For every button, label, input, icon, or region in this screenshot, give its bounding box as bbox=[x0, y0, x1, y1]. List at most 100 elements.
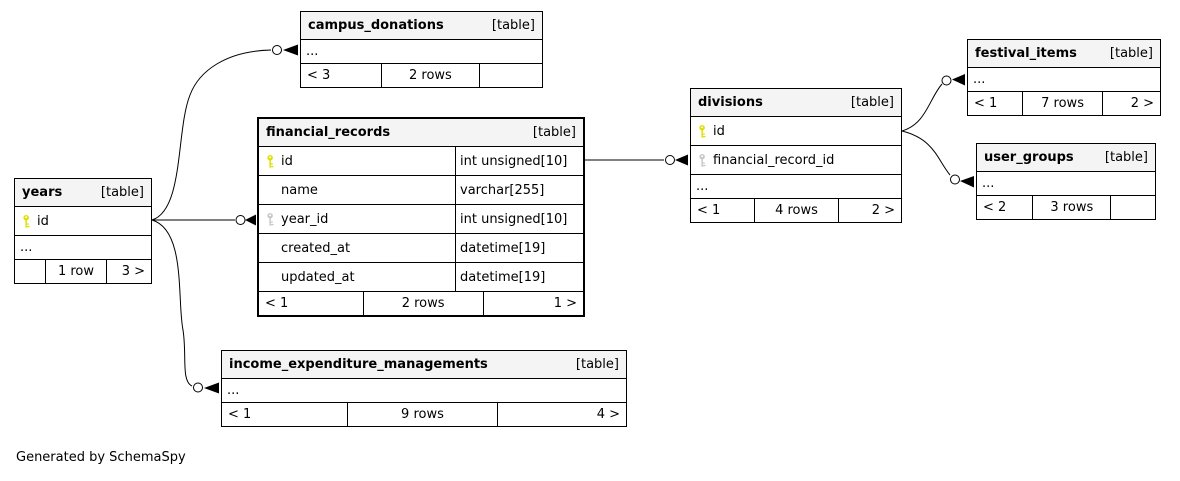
table-header: campus_donations [table] bbox=[301, 12, 542, 39]
table-footer: < 1 4 rows 2 > bbox=[691, 198, 901, 222]
footer-rows: 3 rows bbox=[1032, 196, 1110, 219]
ellipsis-label: ... bbox=[306, 44, 319, 59]
column-type: varchar[255] bbox=[455, 176, 583, 204]
ellipsis-row: ... bbox=[977, 171, 1155, 195]
primary-key-icon bbox=[264, 154, 276, 169]
table-header: user_groups [table] bbox=[977, 144, 1155, 171]
table-name: divisions bbox=[698, 95, 763, 110]
column-name: id bbox=[281, 153, 293, 169]
footer-parents: < 3 bbox=[307, 68, 331, 83]
column-name: year_id bbox=[281, 211, 329, 227]
table-node-years[interactable]: years [table] id ... 1 row 3 > bbox=[14, 178, 152, 284]
ellipsis-label: ... bbox=[696, 179, 709, 194]
table-name: campus_donations bbox=[308, 18, 444, 33]
table-footer: < 1 2 rows 1 > bbox=[259, 291, 583, 315]
footer-rows: 2 rows bbox=[380, 64, 480, 87]
column-type: int unsigned[10] bbox=[455, 205, 583, 233]
footer-parents: < 1 bbox=[974, 96, 998, 111]
table-tag: [table] bbox=[100, 185, 144, 200]
edge-financial-records-divisions bbox=[585, 154, 688, 166]
table-name: income_expenditure_managements bbox=[229, 357, 488, 372]
column-row: updated_at datetime[19] bbox=[259, 262, 583, 291]
column-row: id bbox=[691, 116, 901, 145]
table-footer: < 3 2 rows bbox=[301, 63, 542, 87]
table-tag: [table] bbox=[575, 357, 619, 372]
primary-key-icon bbox=[696, 124, 708, 139]
ellipsis-row: ... bbox=[691, 174, 901, 198]
column-row: financial_record_id bbox=[691, 145, 901, 174]
footer-parents: < 1 bbox=[265, 296, 289, 311]
footer-children bbox=[479, 64, 542, 87]
edge-divisions-festival-items bbox=[901, 74, 965, 132]
column-row: name varchar[255] bbox=[259, 175, 583, 204]
primary-key-icon bbox=[20, 214, 32, 229]
table-header: financial_records [table] bbox=[259, 119, 583, 146]
ellipsis-label: ... bbox=[982, 176, 995, 191]
table-footer: < 1 9 rows 4 > bbox=[222, 402, 626, 426]
table-footer: < 2 3 rows bbox=[977, 195, 1155, 219]
footer-parents: < 1 bbox=[697, 203, 721, 218]
column-row: year_id int unsigned[10] bbox=[259, 204, 583, 233]
generated-by-caption: Generated by SchemaSpy bbox=[16, 450, 186, 465]
footer-children: 3 > bbox=[106, 260, 151, 283]
ellipsis-label: ... bbox=[227, 383, 240, 398]
table-node-income-expenditure-managements[interactable]: income_expenditure_managements [table] .… bbox=[221, 350, 627, 427]
footer-children: 1 > bbox=[482, 292, 583, 315]
footer-parents: < 1 bbox=[228, 407, 252, 422]
column-name: created_at bbox=[281, 240, 351, 256]
ellipsis-row: ... bbox=[222, 378, 626, 402]
column-type: int unsigned[10] bbox=[455, 147, 583, 175]
column-name: id bbox=[37, 213, 49, 229]
table-tag: [table] bbox=[532, 125, 576, 140]
table-header: festival_items [table] bbox=[968, 40, 1160, 67]
column-row: created_at datetime[19] bbox=[259, 233, 583, 262]
table-node-user-groups[interactable]: user_groups [table] ... < 2 3 rows bbox=[976, 143, 1156, 220]
table-tag: [table] bbox=[491, 18, 535, 33]
column-name: name bbox=[281, 182, 318, 198]
column-row: id bbox=[15, 206, 151, 235]
foreign-key-icon bbox=[696, 153, 708, 168]
table-header: years [table] bbox=[15, 179, 151, 206]
ellipsis-row: ... bbox=[15, 235, 151, 259]
ellipsis-row: ... bbox=[968, 67, 1160, 91]
column-row: id int unsigned[10] bbox=[259, 146, 583, 175]
footer-rows: 4 rows bbox=[754, 199, 838, 222]
footer-rows: 9 rows bbox=[347, 403, 496, 426]
table-footer: 1 row 3 > bbox=[15, 259, 151, 283]
ellipsis-row: ... bbox=[301, 39, 542, 63]
footer-rows: 1 row bbox=[44, 260, 106, 283]
table-tag: [table] bbox=[850, 95, 894, 110]
edge-divisions-user-groups bbox=[901, 130, 974, 188]
table-name: user_groups bbox=[984, 150, 1074, 165]
column-name: id bbox=[713, 123, 725, 139]
footer-parents bbox=[15, 260, 45, 283]
table-footer: < 1 7 rows 2 > bbox=[968, 91, 1160, 115]
ellipsis-label: ... bbox=[973, 72, 986, 87]
table-header: income_expenditure_managements [table] bbox=[222, 351, 626, 378]
table-node-campus-donations[interactable]: campus_donations [table] ... < 3 2 rows bbox=[300, 11, 543, 88]
column-name: financial_record_id bbox=[713, 152, 835, 168]
table-name: financial_records bbox=[266, 125, 391, 140]
table-node-divisions[interactable]: divisions [table] id financial_record_id… bbox=[690, 88, 902, 223]
edge-years-income-expenditure-managements bbox=[151, 219, 219, 394]
edge-years-financial-records bbox=[152, 214, 256, 226]
foreign-key-icon bbox=[264, 212, 276, 227]
table-node-financial-records[interactable]: financial_records [table] id int unsigne… bbox=[257, 117, 585, 317]
footer-children: 4 > bbox=[496, 403, 626, 426]
footer-children: 2 > bbox=[838, 199, 901, 222]
ellipsis-label: ... bbox=[20, 240, 33, 255]
column-type: datetime[19] bbox=[455, 234, 583, 262]
footer-rows: 2 rows bbox=[362, 292, 483, 315]
column-type: datetime[19] bbox=[455, 263, 583, 291]
column-name: updated_at bbox=[281, 269, 355, 285]
table-node-festival-items[interactable]: festival_items [table] ... < 1 7 rows 2 … bbox=[967, 39, 1161, 116]
footer-children bbox=[1110, 196, 1155, 219]
table-name: festival_items bbox=[975, 46, 1077, 61]
table-tag: [table] bbox=[1109, 46, 1153, 61]
table-tag: [table] bbox=[1104, 150, 1148, 165]
footer-children: 2 > bbox=[1102, 92, 1160, 115]
footer-parents: < 2 bbox=[983, 200, 1007, 215]
table-name: years bbox=[22, 185, 63, 200]
footer-rows: 7 rows bbox=[1021, 92, 1103, 115]
